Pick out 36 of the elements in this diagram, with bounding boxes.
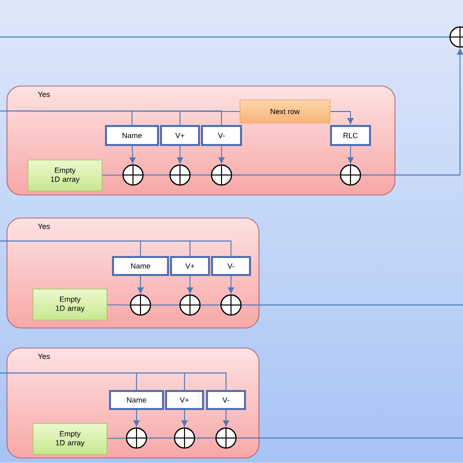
connector-line [0,36,450,38]
adder-circle [220,294,242,316]
adder-circle [340,164,362,186]
adder-circle [210,164,232,186]
arrow [176,146,184,164]
adder-circle [179,294,201,316]
connector-line [0,372,226,390]
arrow [347,146,354,164]
connector-line [0,110,222,126]
arrow [137,276,144,294]
arrow [228,276,234,294]
adder-circle [169,164,191,186]
arrow [218,146,225,164]
connector-line [241,304,463,306]
adder-circle [126,427,148,449]
connector-line [232,174,340,176]
connector-line [106,438,126,439]
connector-line [143,174,170,176]
adder-circle [174,427,196,449]
arrow [360,48,463,176]
arrow [222,410,230,426]
adder-circle [130,294,152,316]
arrow [133,410,140,426]
arrow [130,146,136,164]
arrow [186,276,194,294]
adder-circle [449,26,463,48]
connector-line [150,304,180,306]
connector-line [0,240,232,256]
arrow [330,111,354,124]
adder-circle [122,164,144,186]
connector-line [200,304,221,306]
connector-line [102,174,123,176]
arrow [181,410,188,426]
adder-circle [215,427,237,449]
connector-line [190,174,212,176]
connector-line [106,304,130,306]
